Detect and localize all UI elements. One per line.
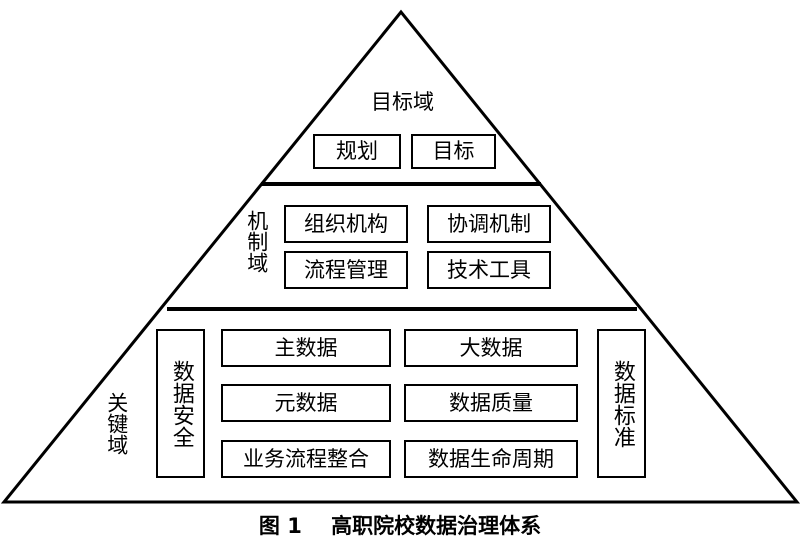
mechanism-item-process: 流程管理 — [284, 251, 408, 289]
pyramid-diagram: 目标域 规划 目标 机制域 组织机构 协调机制 流程管理 技术工具 关键域 数据… — [0, 9, 800, 504]
top-item-goal: 目标 — [411, 134, 496, 169]
mechanism-item-organization: 组织机构 — [284, 205, 408, 243]
key-item-master-data: 主数据 — [221, 329, 391, 367]
key-domain-title: 关键域 — [104, 392, 129, 455]
key-item-data-lifecycle: 数据生命周期 — [404, 440, 578, 478]
mechanism-item-coordination: 协调机制 — [427, 205, 551, 243]
key-item-data-quality: 数据质量 — [404, 384, 578, 422]
top-item-plan: 规划 — [313, 134, 401, 169]
key-item-big-data: 大数据 — [404, 329, 578, 367]
pyramid-triangle — [0, 9, 800, 504]
mechanism-domain-title: 机制域 — [244, 210, 269, 273]
key-item-metadata: 元数据 — [221, 384, 391, 422]
top-domain-title: 目标域 — [371, 90, 434, 114]
figure-caption: 图 1 高职院校数据治理体系 — [258, 514, 542, 538]
pyramid-outline — [0, 9, 800, 504]
key-item-data-standard: 数据标准 — [597, 329, 646, 478]
mechanism-item-tools: 技术工具 — [427, 251, 551, 289]
key-item-business-process-integration: 业务流程整合 — [221, 440, 391, 478]
key-item-data-security: 数据安全 — [156, 329, 205, 478]
